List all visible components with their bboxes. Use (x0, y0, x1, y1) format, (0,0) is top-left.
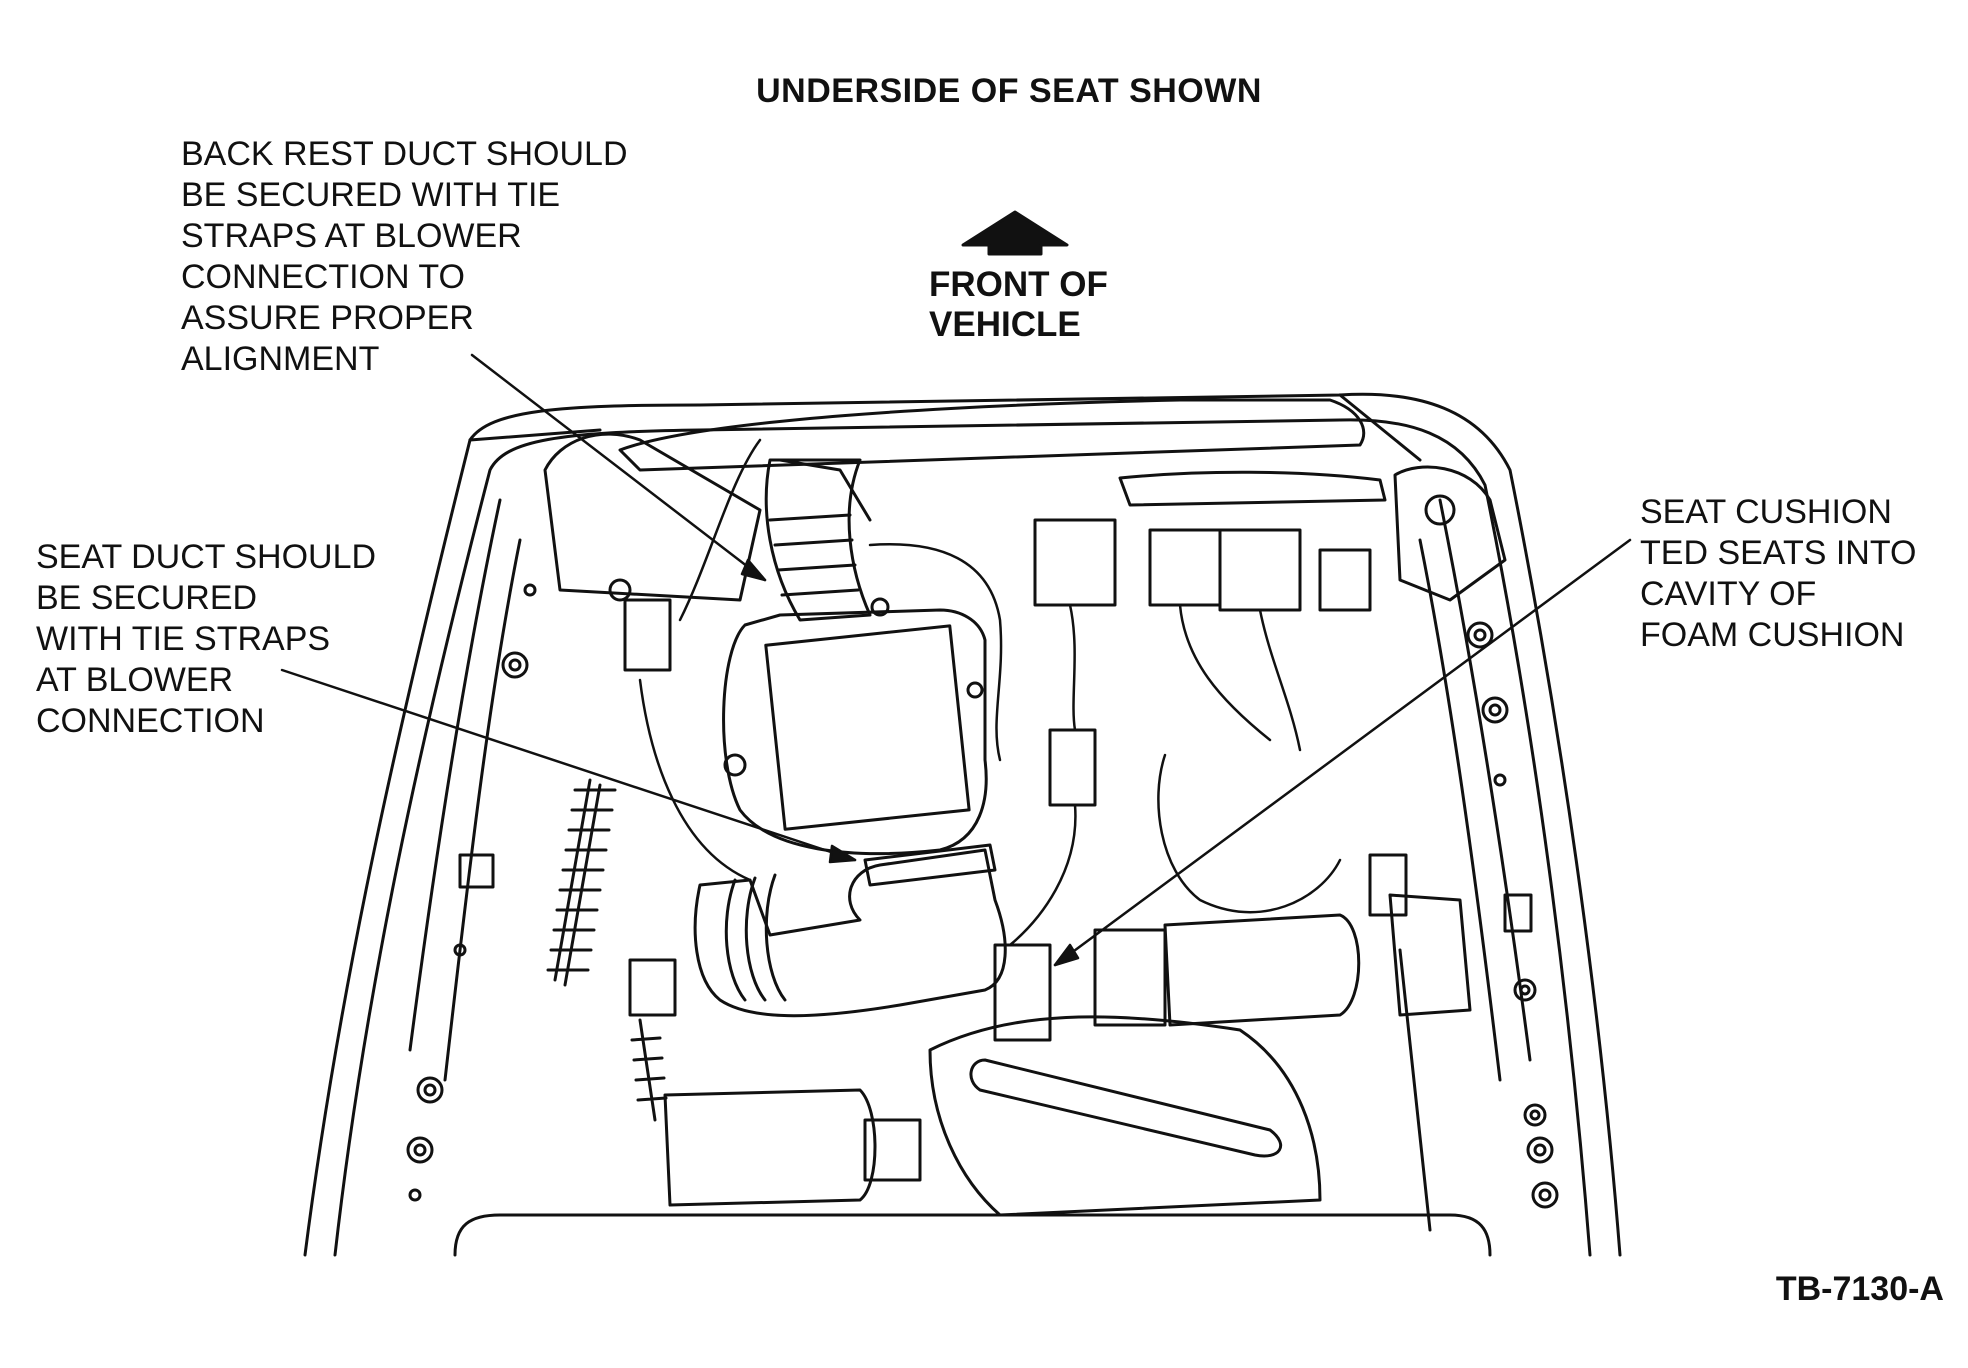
front-of-vehicle-label: FRONT OF VEHICLE (929, 265, 1108, 344)
figure-id: TB-7130-A (1775, 1270, 1944, 1308)
backrest-duct-callout: BACK REST DUCT SHOULD BE SECURED WITH TI… (181, 135, 628, 378)
seat-duct (693, 843, 1007, 1018)
blower-housing (722, 597, 988, 856)
electrical-connectors (623, 518, 1372, 1042)
right-bracket (1393, 465, 1559, 1209)
diagram-title: UNDERSIDE OF SEAT SHOWN (756, 72, 1262, 110)
seat-motors (663, 913, 1361, 1217)
seat-duct-callout: SEAT DUCT SHOULD BE SECURED WITH TIE STR… (36, 538, 377, 740)
backrest-leader (470, 353, 767, 582)
front-cross-member (618, 398, 1366, 472)
seat-duct-leader (280, 668, 857, 862)
backrest-arrowhead-icon (740, 558, 767, 582)
backrest-duct (764, 458, 872, 622)
cushion-leader (1053, 538, 1632, 967)
left-bracket (406, 432, 762, 1202)
leader-lines (280, 353, 1632, 967)
wiring-harness (638, 438, 1342, 947)
cushion-arrowhead-icon (1053, 943, 1080, 967)
right-actuator (1368, 853, 1472, 1232)
recliner-spring (546, 778, 677, 1122)
front-arrow-icon (961, 210, 1069, 256)
seat-cushion-callout: SEAT CUSHION TED SEATS INTO CAVITY OF FO… (1640, 493, 1917, 654)
seat-duct-arrowhead-icon (828, 844, 857, 864)
seat-frame (303, 392, 1622, 1257)
